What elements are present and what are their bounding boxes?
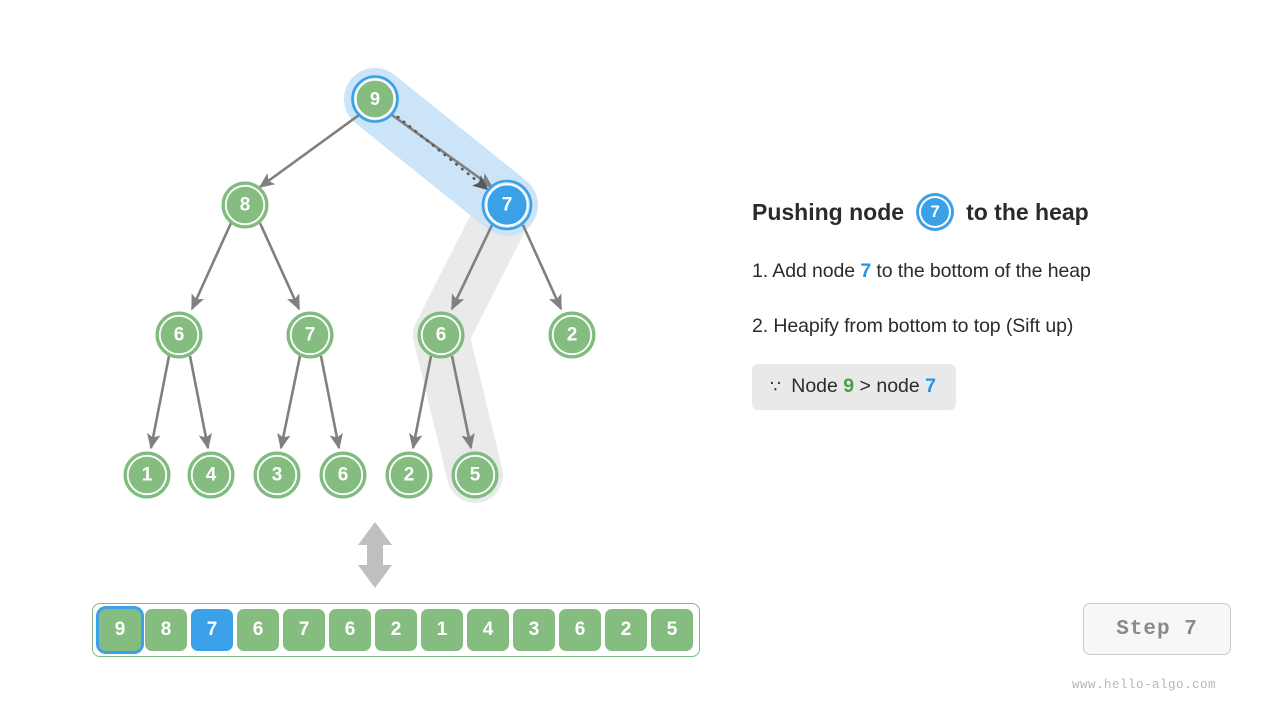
tree-node-label: 1 — [142, 465, 153, 486]
double-arrow-up-down-icon — [358, 522, 392, 588]
array-cell[interactable]: 4 — [467, 609, 509, 651]
step-item-2: 2. Heapify from bottom to top (Sift up) — [752, 315, 1252, 338]
edge-6-4 — [188, 355, 212, 450]
tree-node-6-left[interactable]: 6 — [155, 311, 203, 359]
footer-url: www.hello-algo.com — [1072, 678, 1217, 692]
explanation-panel: Pushing node 7 to the heap 1. Add node 7… — [752, 196, 1252, 410]
step-1-prefix: 1. Add node — [752, 260, 861, 282]
tree-node-label: 6 — [338, 465, 349, 486]
edge-6b-2 — [409, 355, 433, 450]
step-badge: Step 7 — [1083, 603, 1231, 655]
tree-node-label: 4 — [206, 465, 217, 486]
tree-node-5-leaf[interactable]: 5 — [451, 451, 499, 499]
tree-node-label: 8 — [240, 195, 251, 216]
reason-callout: ∵ Node 9 > node 7 — [752, 364, 957, 410]
tree-node-6-right[interactable]: 6 — [417, 311, 465, 359]
array-cell[interactable]: 3 — [513, 609, 555, 651]
edge-7b-3 — [277, 355, 302, 450]
array-cell[interactable]: 6 — [559, 609, 601, 651]
tree-node-label: 7 — [305, 325, 316, 346]
tree-node-label: 6 — [436, 325, 447, 346]
tree-node-4-leaf[interactable]: 4 — [187, 451, 235, 499]
edge-8-6 — [190, 222, 233, 311]
tree-node-label: 6 — [174, 325, 185, 346]
edge-8-7 — [258, 222, 301, 311]
tree-node-9-root[interactable]: 9 — [351, 75, 399, 123]
tree-node-2-right[interactable]: 2 — [548, 311, 596, 359]
array-cell[interactable]: 7 — [191, 609, 233, 651]
title-prefix: Pushing node — [752, 198, 905, 225]
pushed-value-badge: 7 — [919, 196, 952, 228]
step-1-value: 7 — [860, 260, 872, 282]
tree-node-label: 3 — [272, 465, 283, 486]
array-cell[interactable]: 9 — [99, 609, 141, 651]
edge-9-8 — [258, 113, 360, 189]
array-cell[interactable]: 8 — [145, 609, 187, 651]
array-cell[interactable]: 6 — [237, 609, 279, 651]
tree-node-label: 7 — [502, 195, 513, 216]
tree-node-label: 5 — [470, 465, 481, 486]
array-cell[interactable]: 1 — [421, 609, 463, 651]
tree-node-3-leaf[interactable]: 3 — [253, 451, 301, 499]
array-cell[interactable]: 7 — [283, 609, 325, 651]
reason-mid: > node — [854, 375, 926, 397]
edge-6b-5 — [450, 355, 475, 450]
step-item-1: 1. Add node 7 to the bottom of the heap — [752, 260, 1252, 283]
step-2-text: 2. Heapify from bottom to top (Sift up) — [752, 315, 1074, 337]
reason-right-value: 7 — [925, 375, 937, 397]
title-suffix: to the heap — [966, 198, 1089, 225]
tree-node-label: 2 — [404, 465, 415, 486]
array-cell[interactable]: 2 — [605, 609, 647, 651]
page-title: Pushing node 7 to the heap — [752, 196, 1252, 228]
tree-node-6-leaf[interactable]: 6 — [319, 451, 367, 499]
binary-tree-graphic: 9 8 7 6 7 — [123, 68, 596, 588]
array-cell[interactable]: 6 — [329, 609, 371, 651]
tree-node-label: 2 — [567, 325, 578, 346]
edge-7b-6 — [319, 355, 343, 450]
because-symbol: ∵ — [770, 377, 782, 396]
edge-7-2 — [521, 224, 563, 311]
tree-node-1-leaf[interactable]: 1 — [123, 451, 171, 499]
tree-node-7-pushed[interactable]: 7 — [481, 179, 533, 231]
tree-node-label: 9 — [370, 89, 380, 109]
array-cell[interactable]: 2 — [375, 609, 417, 651]
tree-edges — [147, 113, 563, 450]
reason-pre: Node — [785, 375, 844, 397]
tree-node-2-leaf[interactable]: 2 — [385, 451, 433, 499]
tree-node-7-left[interactable]: 7 — [286, 311, 334, 359]
array-cell[interactable]: 5 — [651, 609, 693, 651]
tree-nodes: 9 8 7 6 7 — [123, 75, 596, 499]
highlight-path-blue — [344, 68, 538, 236]
edge-7-6 — [450, 224, 494, 311]
edge-6-1 — [147, 355, 171, 450]
reason-left-value: 9 — [843, 375, 855, 397]
tree-node-8[interactable]: 8 — [221, 181, 269, 229]
step-1-suffix: to the bottom of the heap — [871, 260, 1091, 282]
